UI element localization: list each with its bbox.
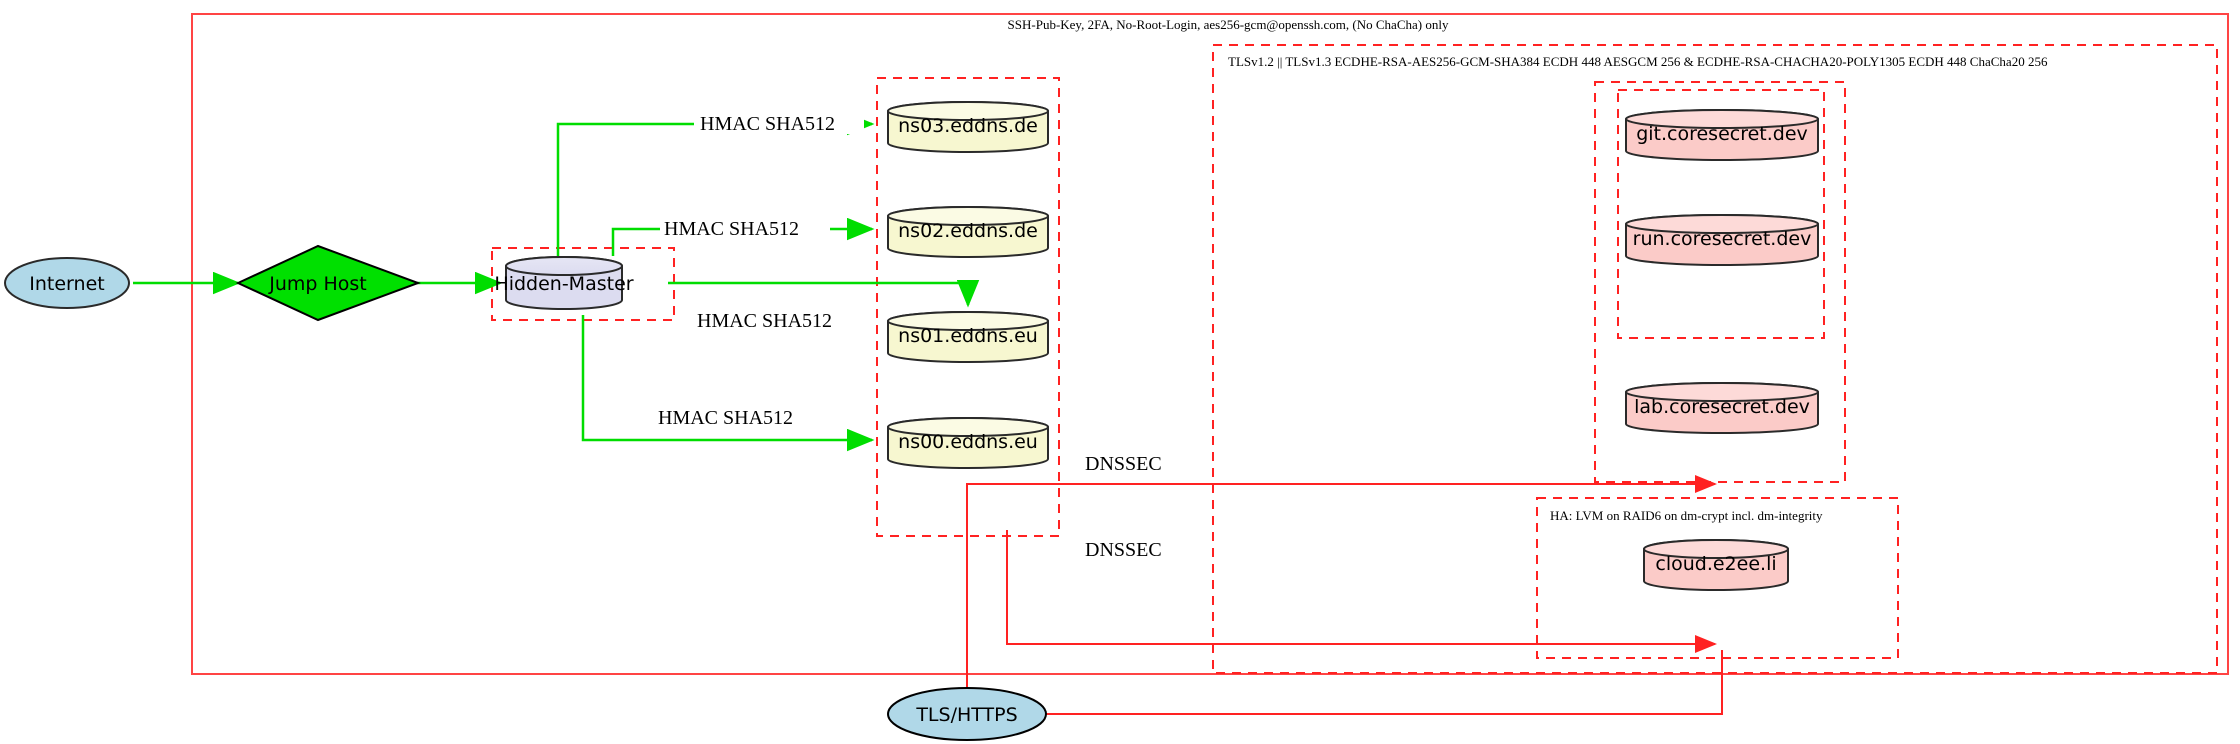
coresecret-inner-rect — [1617, 89, 1825, 339]
edge-label-hmac-ns03: HMAC SHA512 — [700, 113, 835, 135]
node-lab-coresecret-label: lab.coresecret.dev — [1634, 396, 1810, 418]
node-internet[interactable]: Internet — [4, 257, 130, 309]
node-run-coresecret[interactable]: run.coresecret.dev — [1625, 214, 1819, 266]
edge-label-hmac-ns01: HMAC SHA512 — [697, 310, 832, 332]
node-ns00[interactable]: ns00.eddns.eu — [887, 417, 1049, 469]
node-ns02[interactable]: ns02.eddns.de — [887, 206, 1049, 258]
edge-dnssec-lower — [1006, 530, 1717, 653]
node-ns00-label: ns00.eddns.eu — [898, 431, 1038, 453]
node-internet-label: Internet — [29, 273, 104, 295]
ssh-boundary-rect — [191, 13, 2229, 675]
node-tls-https-label: TLS/HTTPS — [915, 704, 1017, 726]
node-cloud-e2ee-label: cloud.e2ee.li — [1655, 553, 1776, 575]
node-jump-host-label: Jump Host — [268, 273, 367, 295]
edge-label-dnssec-lower: DNSSEC — [1085, 539, 1162, 561]
edge-tlshttps-ha — [1046, 650, 1723, 715]
ssh-boundary-label: SSH-Pub-Key, 2FA, No-Root-Login, aes256-… — [1008, 17, 1449, 32]
node-run-coresecret-label: run.coresecret.dev — [1633, 228, 1812, 250]
node-hidden-master-label: Hidden-Master — [494, 273, 633, 295]
node-cloud-e2ee[interactable]: cloud.e2ee.li — [1643, 539, 1789, 591]
node-ns01[interactable]: ns01.eddns.eu — [887, 311, 1049, 363]
node-ns03[interactable]: ns03.eddns.de — [887, 101, 1049, 153]
edge-label-dnssec-upper: DNSSEC — [1085, 453, 1162, 475]
node-ns01-label: ns01.eddns.eu — [898, 325, 1038, 347]
edge-master-ns01 — [668, 280, 980, 308]
tls-boundary-label: TLSv1.2 || TLSv1.3 ECDHE-RSA-AES256-GCM-… — [1228, 54, 2048, 69]
node-git-coresecret-label: git.coresecret.dev — [1636, 123, 1808, 145]
edge-master-ns00 — [581, 315, 875, 452]
node-git-coresecret[interactable]: git.coresecret.dev — [1625, 109, 1819, 161]
node-hidden-master[interactable]: Hidden-Master — [494, 256, 634, 310]
ha-boundary-label: HA: LVM on RAID6 on dm-crypt incl. dm-in… — [1550, 508, 1823, 523]
edge-label-hmac-ns02: HMAC SHA512 — [664, 218, 799, 240]
node-lab-coresecret[interactable]: lab.coresecret.dev — [1625, 382, 1819, 434]
ha-boundary-rect — [1536, 497, 1899, 659]
node-ns03-label: ns03.eddns.de — [898, 115, 1038, 137]
coresecret-cluster-rect — [1594, 81, 1846, 483]
tls-boundary-rect — [1212, 44, 2218, 674]
node-tls-https[interactable]: TLS/HTTPS — [887, 687, 1047, 741]
node-ns02-label: ns02.eddns.de — [898, 220, 1038, 242]
edge-label-hmac-ns00: HMAC SHA512 — [658, 407, 793, 429]
node-jump-host[interactable]: Jump Host — [235, 244, 421, 322]
